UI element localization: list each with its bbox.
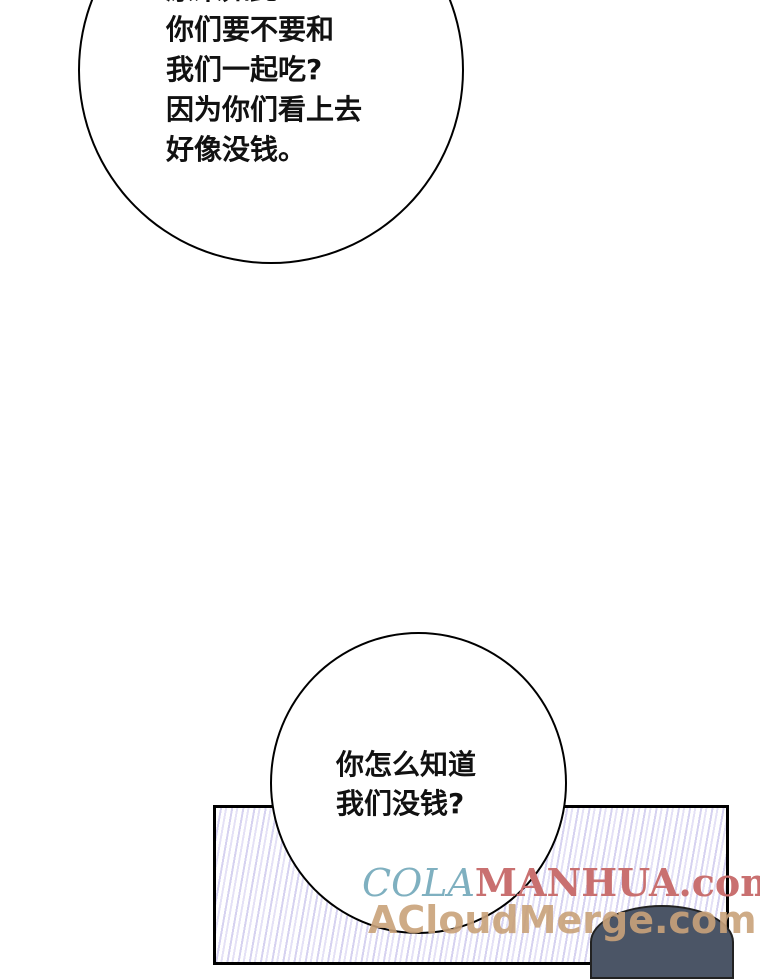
speech-line: 你们要不要和	[166, 13, 335, 46]
speech-line: 我们没钱?	[336, 787, 465, 820]
speech-bubble-bottom	[270, 632, 567, 934]
speech-text-top: 原来如此 你们要不要和 我们一起吃? 因为你们看上去 好像没钱。	[166, 0, 362, 170]
speech-line: 你怎么知道	[336, 748, 477, 781]
speech-text-bottom: 你怎么知道 我们没钱?	[336, 745, 476, 823]
speech-line: 好像没钱。	[166, 133, 307, 166]
watermark-colamanhua: COLAMANHUA.com	[362, 860, 760, 905]
speech-line: 因为你们看上去	[166, 93, 363, 126]
watermark-manhua: MANHUA.com	[474, 860, 760, 905]
watermark-cola: COLA	[362, 861, 475, 905]
speech-line: 原来如此	[166, 0, 362, 10]
speech-line: 我们一起吃?	[166, 53, 323, 86]
watermark-acloudmerge: ACloudMerge.com	[368, 898, 757, 942]
